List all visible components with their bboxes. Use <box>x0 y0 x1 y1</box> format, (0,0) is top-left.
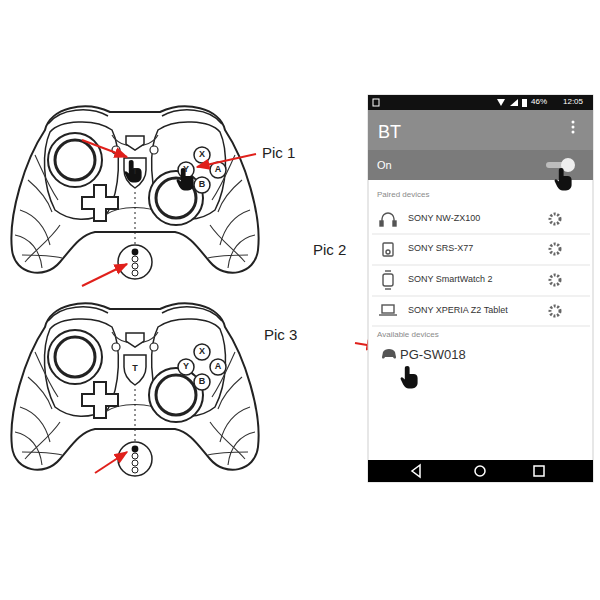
device-name: SONY SRS-X77 <box>408 244 473 254</box>
button-letter: T <box>132 167 138 177</box>
section-header: Available devices <box>377 331 439 340</box>
button-letter: X <box>199 347 205 357</box>
button-letter: X <box>199 150 205 160</box>
status-text: 12:05 <box>563 98 583 107</box>
button-letter: A <box>215 362 222 372</box>
button-letter: Y <box>183 362 189 372</box>
status-text: 46% <box>531 98 547 107</box>
controller-drawing <box>11 106 258 279</box>
device-name: SONY NW-ZX100 <box>408 214 480 224</box>
button-letter: T <box>132 364 138 374</box>
picture-caption: Pic 2 <box>313 242 346 259</box>
device-name: SONY XPERIA Z2 Tablet <box>408 306 508 316</box>
button-letter: Y <box>183 165 189 175</box>
phone-screenshot <box>368 95 593 482</box>
led-indicator <box>132 249 139 256</box>
picture-caption: Pic 3 <box>264 327 297 344</box>
picture-caption: Pic 1 <box>262 145 295 162</box>
controller-drawing <box>11 303 258 476</box>
device-name: SONY SmartWatch 2 <box>408 275 493 285</box>
button-letter: A <box>215 165 222 175</box>
toggle-label: On <box>377 159 392 171</box>
section-header: Paired devices <box>377 191 429 200</box>
screen-title: BT <box>378 123 401 143</box>
button-letter: B <box>199 377 206 387</box>
button-letter: B <box>199 180 206 190</box>
pointer-hand <box>125 160 142 182</box>
device-name: PG-SW018 <box>400 348 466 362</box>
